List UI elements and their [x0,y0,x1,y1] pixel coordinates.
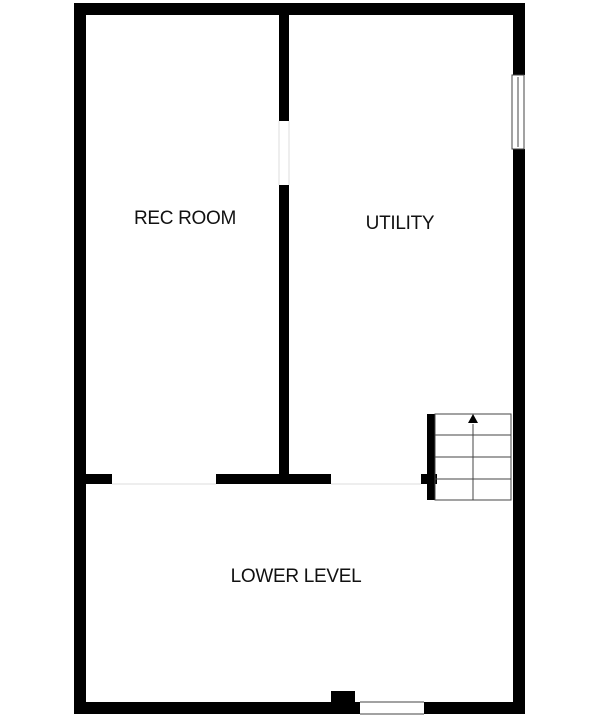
entry-door-opening [360,701,424,715]
hwall-left-stub [86,474,112,484]
divider-upper [279,15,289,121]
wall-top [74,3,525,15]
room-label-lower-level: LOWER LEVEL [231,566,362,587]
window-icon [511,74,525,150]
interior-wall-vertical [278,15,290,478]
divider-lower [279,185,289,478]
wall-left [74,3,86,714]
wall-right-lower [513,149,525,714]
wall-bottom-left [74,702,360,714]
stairs-icon [434,413,512,501]
wall-bottom-right [424,702,525,714]
outer-walls [74,3,525,714]
wall-right-upper [513,3,525,75]
interior-wall-horizontal [86,474,437,485]
stair-wall [427,414,435,500]
room-label-rec-room: REC ROOM [134,208,236,229]
stairs-up-arrow-icon [468,414,478,423]
door-jamb [331,691,355,703]
hwall-center [216,474,331,484]
room-label-utility: UTILITY [366,213,435,234]
